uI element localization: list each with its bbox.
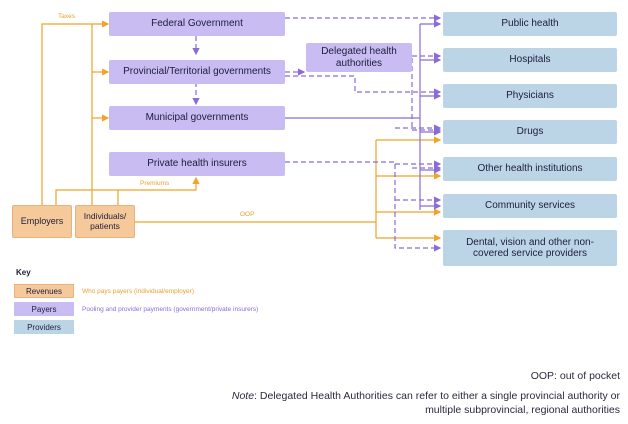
- provider-physicians: Physicians: [443, 84, 617, 108]
- provincial-governments-label: Provincial/Territorial governments: [123, 66, 271, 78]
- payer-solid-flows: [285, 20, 442, 210]
- employers-node: Employers: [12, 205, 72, 238]
- private-health-insurers-label: Private health insurers: [147, 158, 247, 170]
- provider-non-covered-services: Dental, vision and other non-covered ser…: [443, 230, 617, 266]
- delegated-health-authorities-node: Delegated health authorities: [306, 43, 412, 72]
- provider-drugs: Drugs: [443, 120, 617, 144]
- note-text: : Delegated Health Authorities can refer…: [254, 390, 620, 416]
- private-health-insurers-node: Private health insurers: [109, 152, 285, 176]
- municipal-governments-label: Municipal governments: [145, 112, 249, 124]
- federal-government-node: Federal Government: [109, 12, 285, 36]
- individuals-patients-node: Individuals/ patients: [75, 205, 135, 238]
- key-providers-swatch: Providers: [14, 320, 74, 334]
- oop-label: OOP: [240, 211, 255, 218]
- revenue-flows: [41, 20, 442, 242]
- key-revenues-swatch: Revenues: [14, 284, 74, 298]
- note-footnote: Note: Delegated Health Authorities can r…: [220, 390, 620, 417]
- taxes-label: Taxes: [58, 13, 75, 20]
- oop-footnote: OOP: out of pocket: [530, 370, 620, 382]
- provider-other-health-institutions: Other health institutions: [443, 157, 617, 181]
- municipal-governments-node: Municipal governments: [109, 106, 285, 130]
- key-payers-desc: Pooling and provider payments (governmen…: [82, 306, 259, 313]
- key-title: Key: [16, 268, 31, 277]
- provincial-governments-node: Provincial/Territorial governments: [109, 60, 285, 84]
- premiums-label: Premiums: [140, 180, 170, 187]
- note-label: Note: [231, 390, 255, 402]
- delegated-health-authorities-label: Delegated health authorities: [321, 46, 397, 69]
- payer-dashed-flows: [192, 14, 442, 252]
- provider-public-health: Public health: [443, 12, 617, 36]
- key-payers-swatch: Payers: [14, 302, 74, 316]
- federal-government-label: Federal Government: [151, 18, 243, 30]
- key-revenues-desc: Who pays payers (individual/employer): [82, 288, 194, 295]
- provider-community-services: Community services: [443, 194, 617, 218]
- provider-hospitals: Hospitals: [443, 48, 617, 72]
